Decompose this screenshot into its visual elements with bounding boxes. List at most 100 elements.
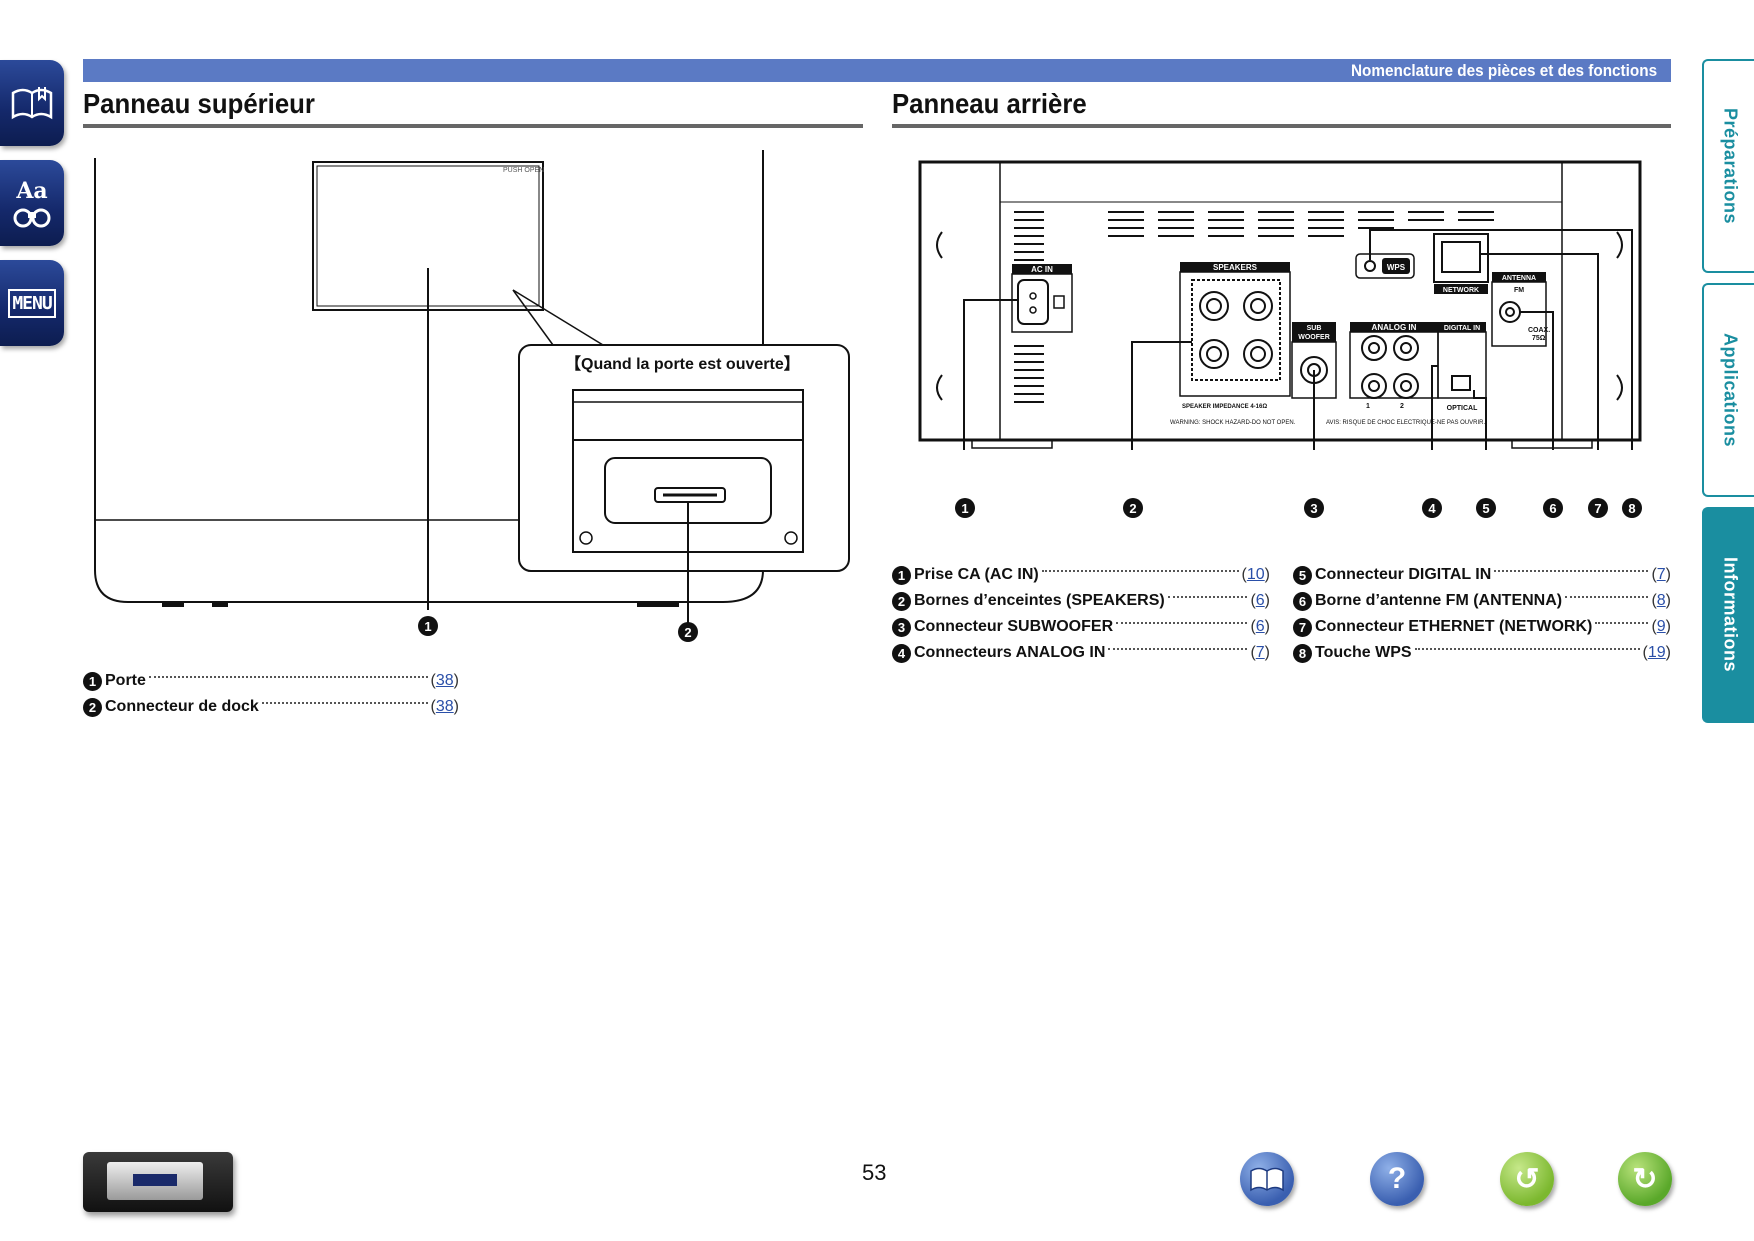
leader-dots	[1494, 570, 1649, 572]
callout-8: 8	[1622, 498, 1642, 518]
speakers-label: SPEAKERS	[1213, 263, 1258, 272]
legend-item: 1 Prise CA (AC IN) (10)	[892, 562, 1270, 588]
tab-applications[interactable]: Applications	[1702, 283, 1754, 497]
glossary-icon: Aa	[16, 178, 48, 204]
tab-preparations[interactable]: Préparations	[1702, 59, 1754, 273]
rear-panel-illustration: AC IN SPEAKERS SPEAKER IMPEDANCE 4-16Ω S…	[918, 160, 1642, 450]
callout-7: 7	[1588, 498, 1608, 518]
open-door-caption: 【Quand la porte est ouverte】	[565, 356, 800, 373]
leader-dots	[1041, 570, 1239, 572]
callout-6: 6	[1543, 498, 1563, 518]
help-icon: ?	[1387, 1162, 1407, 1195]
avis-text: AVIS: RISQUE DE CHOC ELECTRIQUE-NE PAS O…	[1326, 420, 1485, 426]
legend-number: 2	[892, 591, 911, 611]
legend-item: 1 Porte (38)	[83, 668, 459, 694]
page-reference-link[interactable]: (7)	[1250, 644, 1270, 661]
leader-dots	[1116, 622, 1248, 624]
legend-number: 5	[1293, 565, 1312, 585]
callout-1: 1	[955, 498, 975, 518]
back-button[interactable]: ↺	[1500, 1152, 1554, 1206]
woofer-label: WOOFER	[1298, 334, 1330, 341]
analog-ch2-label: 2	[1400, 403, 1404, 410]
help-button[interactable]: ?	[1370, 1152, 1424, 1206]
legend-item: 2 Connecteur de dock (38)	[83, 694, 459, 720]
optical-label: OPTICAL	[1447, 405, 1478, 412]
legend-number: 1	[83, 671, 102, 691]
door-label: PUSH OPEN	[503, 167, 544, 174]
leader-dots	[1108, 648, 1248, 650]
page-reference-link[interactable]: (7)	[1651, 566, 1671, 583]
legend-label: Connecteur ETHERNET (NETWORK)	[1315, 618, 1593, 635]
legend-number: 4	[892, 643, 911, 663]
tab-label: Informations	[1720, 557, 1741, 673]
warning-text: WARNING: SHOCK HAZARD-DO NOT OPEN.	[1170, 420, 1296, 426]
legend-number: 1	[892, 565, 911, 585]
device-thumbnail-button[interactable]	[83, 1152, 233, 1212]
forward-arrow-icon: ↻	[1632, 1162, 1658, 1196]
leader-dots	[1565, 596, 1649, 598]
legend-item: 7 Connecteur ETHERNET (NETWORK) (9)	[1293, 614, 1671, 640]
fm-label: FM	[1514, 287, 1524, 294]
leader-dots	[1414, 648, 1640, 650]
wps-label: WPS	[1387, 263, 1406, 272]
tab-label: Applications	[1720, 332, 1741, 447]
antenna-label: ANTENNA	[1502, 275, 1536, 282]
ohm-label: 75Ω	[1532, 335, 1546, 342]
leader-dots	[1167, 596, 1248, 598]
analog-ch1-label: 1	[1366, 403, 1370, 410]
legend-number: 3	[892, 617, 911, 637]
page-reference-link[interactable]: (19)	[1642, 644, 1671, 661]
page-reference-link[interactable]: (38)	[430, 698, 459, 715]
glossary-nav-button[interactable]: Aa	[0, 160, 64, 246]
contents-button[interactable]	[1240, 1152, 1294, 1206]
header-bar: Nomenclature des pièces et des fonctions	[83, 59, 1671, 82]
contents-nav-button[interactable]	[0, 60, 64, 146]
legend-label: Connecteurs ANALOG IN	[914, 644, 1106, 661]
leader-dots	[261, 702, 428, 704]
page-reference-link[interactable]: (8)	[1651, 592, 1671, 609]
menu-nav-button[interactable]: MENU	[0, 260, 64, 346]
forward-button[interactable]: ↻	[1618, 1152, 1672, 1206]
legend-item: 5 Connecteur DIGITAL IN (7)	[1293, 562, 1671, 588]
network-label: NETWORK	[1443, 287, 1479, 294]
top-panel-legend: 1 Porte (38) 2 Connecteur de dock (38)	[83, 668, 459, 720]
page-reference-link[interactable]: (10)	[1241, 566, 1270, 583]
section-header-title: Nomenclature des pièces et des fonctions	[1350, 61, 1657, 80]
legend-number: 8	[1293, 643, 1312, 663]
title-rule	[83, 124, 863, 128]
legend-label: Connecteur de dock	[105, 698, 259, 715]
speaker-impedance-label: SPEAKER IMPEDANCE 4-16Ω	[1182, 404, 1267, 410]
legend-item: 2 Bornes d’enceintes (SPEAKERS) (6)	[892, 588, 1270, 614]
binoculars-icon	[13, 208, 51, 228]
book-icon	[1250, 1167, 1284, 1192]
legend-number: 6	[1293, 591, 1312, 611]
tab-informations[interactable]: Informations	[1702, 507, 1754, 723]
sub-label: SUB	[1307, 325, 1322, 332]
page-reference-link[interactable]: (6)	[1250, 592, 1270, 609]
title-rule	[892, 124, 1671, 128]
legend-label: Porte	[105, 672, 146, 689]
legend-label: Bornes d’enceintes (SPEAKERS)	[914, 592, 1165, 609]
rear-panel-title: Panneau arrière	[892, 88, 1087, 119]
legend-number: 2	[83, 697, 102, 717]
callout-4: 4	[1422, 498, 1442, 518]
callout-5: 5	[1476, 498, 1496, 518]
legend-number: 7	[1293, 617, 1312, 637]
page-reference-link[interactable]: (38)	[430, 672, 459, 689]
coax-label: COAX.	[1528, 327, 1550, 334]
leader-dots	[1595, 622, 1649, 624]
menu-icon: MENU	[8, 288, 56, 318]
legend-item: 6 Borne d’antenne FM (ANTENNA) (8)	[1293, 588, 1671, 614]
digital-in-label: DIGITAL IN	[1444, 325, 1480, 332]
legend-label: Connecteur SUBWOOFER	[914, 618, 1114, 635]
callout-2: 2	[1123, 498, 1143, 518]
page-reference-link[interactable]: (9)	[1651, 618, 1671, 635]
page-number: 53	[862, 1160, 887, 1185]
callout-1: 1	[418, 616, 438, 636]
rear-panel-legend-right: 5 Connecteur DIGITAL IN (7) 6 Borne d’an…	[1293, 562, 1671, 666]
back-arrow-icon: ↺	[1514, 1162, 1540, 1196]
leader-dots	[148, 676, 428, 678]
legend-label: Prise CA (AC IN)	[914, 566, 1039, 583]
page-reference-link[interactable]: (6)	[1250, 618, 1270, 635]
legend-item: 8 Touche WPS (19)	[1293, 640, 1671, 666]
